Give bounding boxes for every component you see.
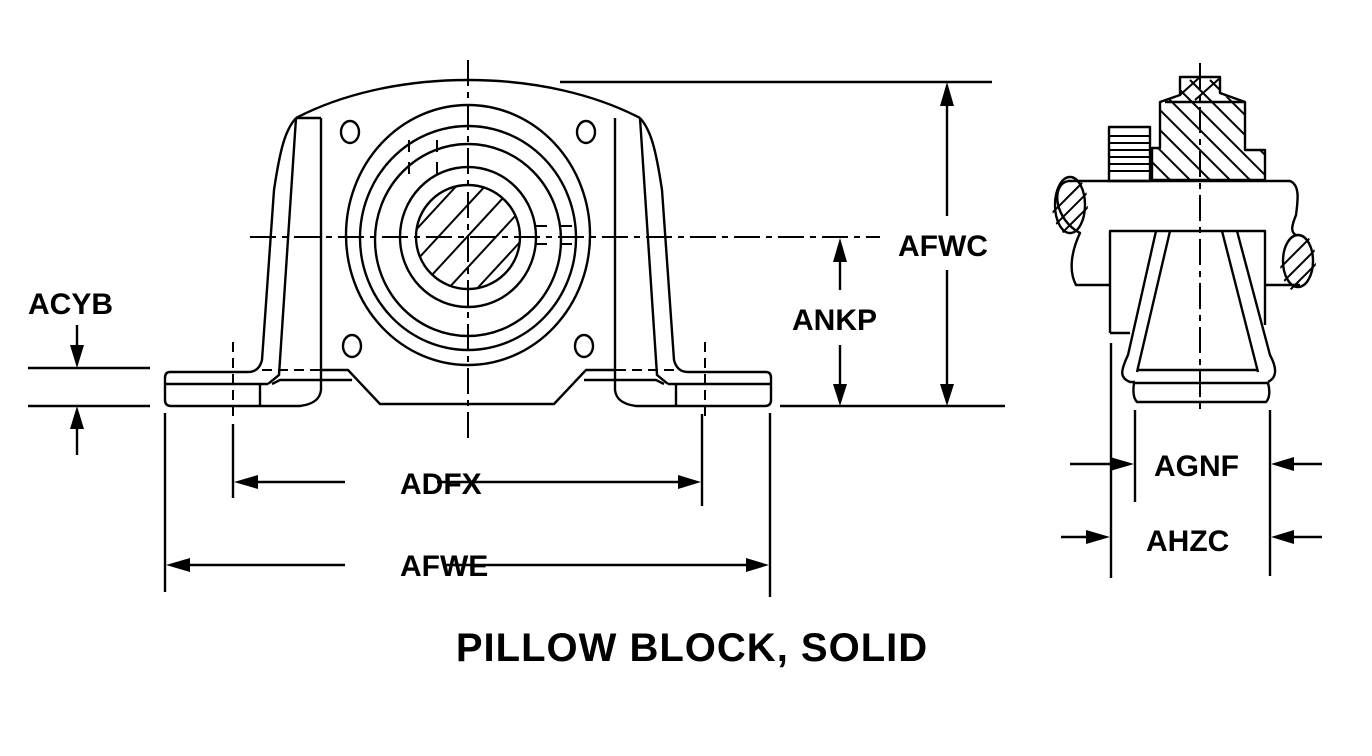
dim-label-afwc: AFWC: [898, 230, 988, 263]
housing-side: [1108, 229, 1267, 333]
dim-label-acyb: ACYB: [28, 288, 113, 321]
right-leg-outline: [613, 117, 773, 408]
side-dimensions: AGNF AHZC: [1061, 343, 1322, 578]
shaft-break-left: [1053, 175, 1087, 235]
front-view: [163, 60, 880, 440]
left-leg-outline: [163, 117, 323, 408]
tapered-sleeve-left-outer: [1121, 230, 1158, 384]
bolt-hole-bottom-left: [341, 333, 363, 359]
dim-label-agnf: AGNF: [1154, 450, 1239, 483]
shaft-hatching: [416, 185, 520, 289]
dim-label-afwe: AFWE: [400, 550, 488, 583]
locking-collar: [1132, 381, 1271, 404]
bolt-hole-top-left: [339, 119, 361, 145]
shaft-break-right: [1281, 233, 1315, 289]
dim-label-ankp: ANKP: [792, 304, 877, 337]
side-section-view: [1052, 63, 1316, 410]
stud-threads: [1109, 135, 1150, 172]
cap-section: [1150, 75, 1267, 182]
bolt-hole-bottom-right: [573, 333, 595, 359]
front-dimensions: ACYB AFWC ANKP ADFX AFWE: [28, 80, 1005, 597]
bolt-hole-top-right: [575, 119, 597, 145]
drawing-title: PILLOW BLOCK, SOLID: [456, 626, 928, 670]
cap-hatching: [1152, 77, 1265, 180]
dim-label-adfx: ADFX: [400, 468, 482, 501]
shaft-side: [1068, 179, 1299, 237]
dim-label-ahzc: AHZC: [1146, 525, 1229, 558]
